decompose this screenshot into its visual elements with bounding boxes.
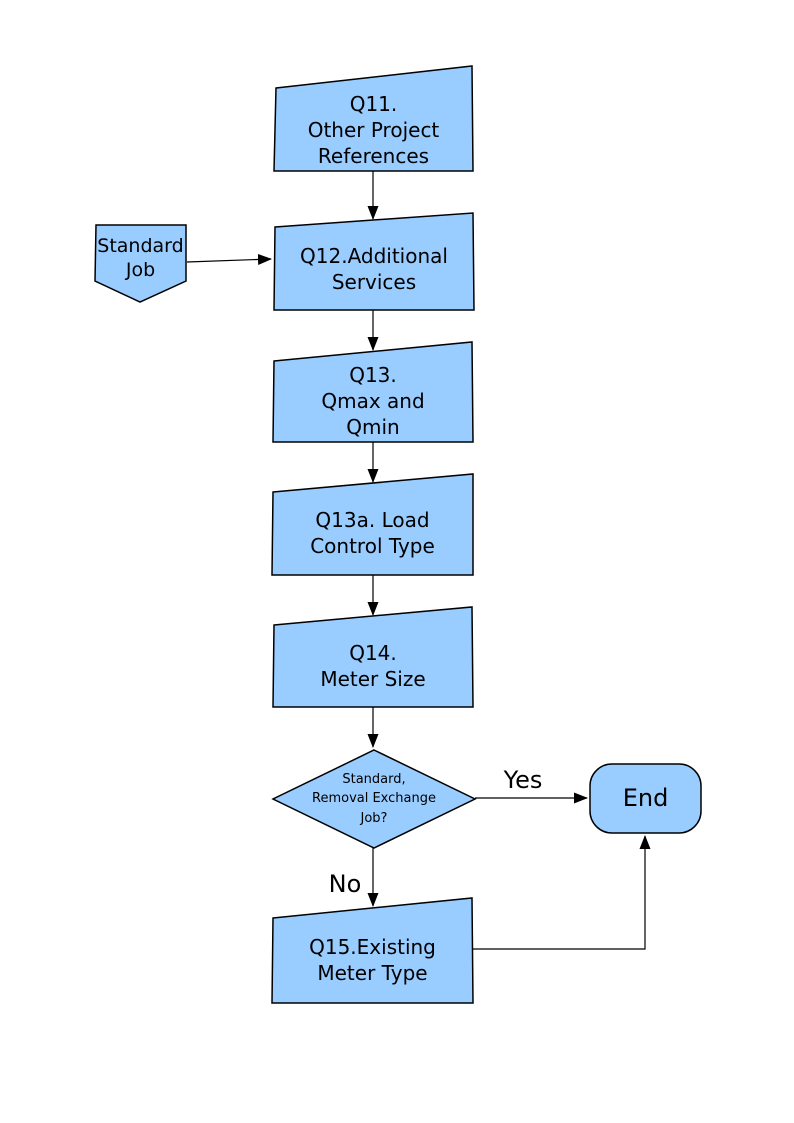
connector-q15-end <box>473 835 651 950</box>
node-q14-shape <box>272 606 474 708</box>
node-decision-shape <box>271 749 477 849</box>
node-q11-shape <box>273 65 474 172</box>
node-q12-shape <box>273 212 475 311</box>
node-standard-job-shape <box>94 224 187 303</box>
node-end-shape <box>589 763 702 834</box>
connector-standardjob-q12 <box>186 253 272 265</box>
node-q15-shape <box>271 897 474 1004</box>
node-q13a-shape <box>271 473 474 576</box>
node-q13-shape <box>272 341 474 443</box>
